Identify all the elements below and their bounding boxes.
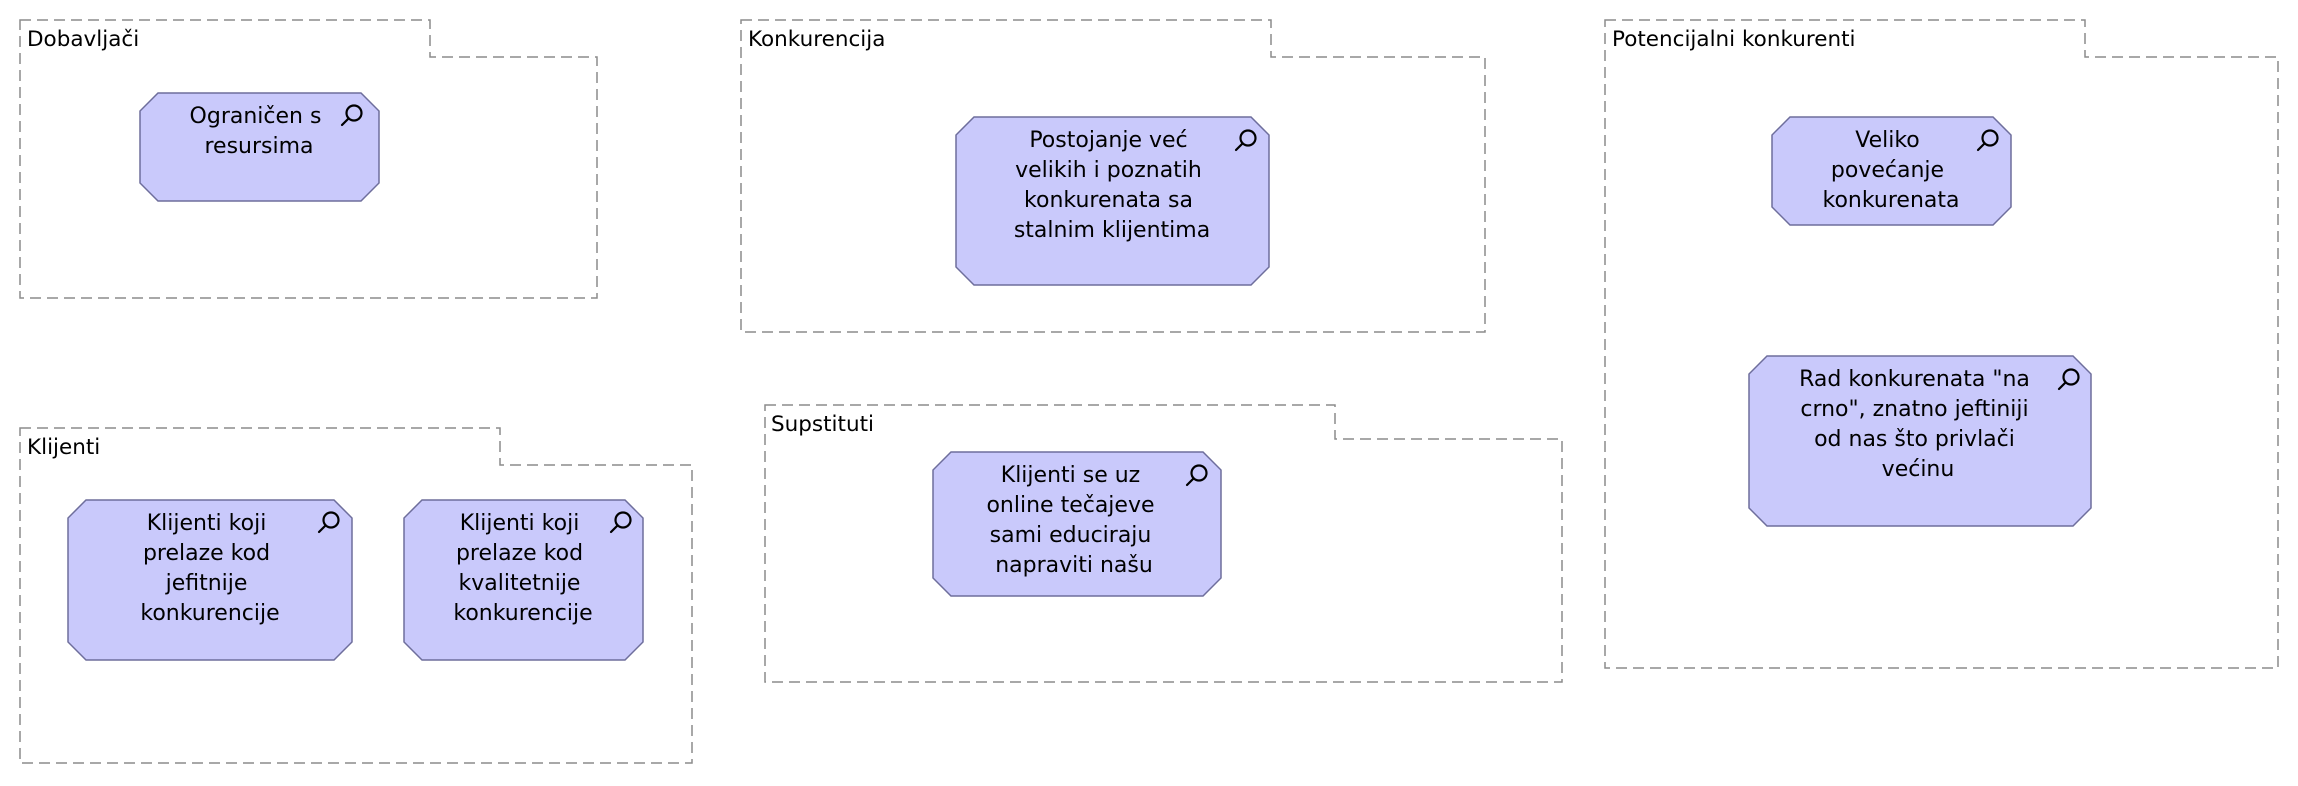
node-shape: [955, 116, 1270, 286]
node-rad-na-crno[interactable]: Rad konkurenata "na crno", znatno jeftin…: [1748, 355, 2092, 527]
node-postojanje-konkurenata[interactable]: Postojanje već velikih i poznatih konkur…: [955, 116, 1270, 286]
group-title: Potencijalni konkurenti: [1612, 27, 1856, 52]
group-konkurencija: Konkurencija Postojanje već velikih i po…: [740, 19, 1486, 333]
node-label: Klijenti se uz online tečajeve sami educ…: [986, 463, 1161, 578]
group-title: Dobavljači: [27, 27, 139, 52]
group-frame: [19, 427, 693, 764]
magnifier-icon: [1234, 129, 1257, 152]
node-label: Postojanje već velikih i poznatih konkur…: [1014, 128, 1210, 243]
group-dobavljaci: Dobavljači Ograničen s resursima: [19, 19, 598, 299]
node-label: Klijenti koji prelaze kod jefitnije konk…: [140, 511, 279, 626]
node-label: Ograničen s resursima: [190, 104, 329, 159]
node-shape: [67, 499, 353, 661]
group-title: Klijenti: [27, 435, 100, 460]
node-shape: [932, 451, 1222, 597]
node-ogranicen-s-resursima[interactable]: Ograničen s resursima: [139, 92, 380, 202]
node-label: Rad konkurenata "na crno", znatno jeftin…: [1799, 367, 2037, 482]
node-shape: [139, 92, 380, 202]
node-shape: [1771, 116, 2012, 226]
node-kvalitetnije-konkurencije[interactable]: Klijenti koji prelaze kod kvalitetnije k…: [403, 499, 644, 661]
group-title: Konkurencija: [748, 27, 885, 52]
group-klijenti: Klijenti Klijenti koji prelaze kod jefit…: [19, 427, 693, 764]
magnifier-icon: [1976, 129, 1999, 152]
node-veliko-povecanje[interactable]: Veliko povećanje konkurenata: [1771, 116, 2012, 226]
node-label: Veliko povećanje konkurenata: [1823, 128, 1960, 213]
group-supstituti: Supstituti Klijenti se uz online tečajev…: [764, 404, 1563, 683]
group-title: Supstituti: [771, 412, 874, 437]
node-shape: [403, 499, 644, 661]
node-online-tecajevi[interactable]: Klijenti se uz online tečajeve sami educ…: [932, 451, 1222, 597]
magnifier-icon: [2057, 368, 2080, 391]
node-shape: [1748, 355, 2092, 527]
node-jeftinije-konkurencije[interactable]: Klijenti koji prelaze kod jefitnije konk…: [67, 499, 353, 661]
group-frame: [1604, 19, 2279, 669]
node-label: Klijenti koji prelaze kod kvalitetnije k…: [453, 511, 592, 626]
magnifier-icon: [609, 511, 632, 534]
group-frame: [19, 19, 598, 299]
group-frame: [764, 404, 1563, 683]
group-potencijalni-konkurenti: Potencijalni konkurenti Veliko povećanje…: [1604, 19, 2279, 669]
magnifier-icon: [1185, 464, 1208, 487]
group-frame: [740, 19, 1486, 333]
magnifier-icon: [317, 511, 340, 534]
magnifier-icon: [340, 104, 363, 127]
